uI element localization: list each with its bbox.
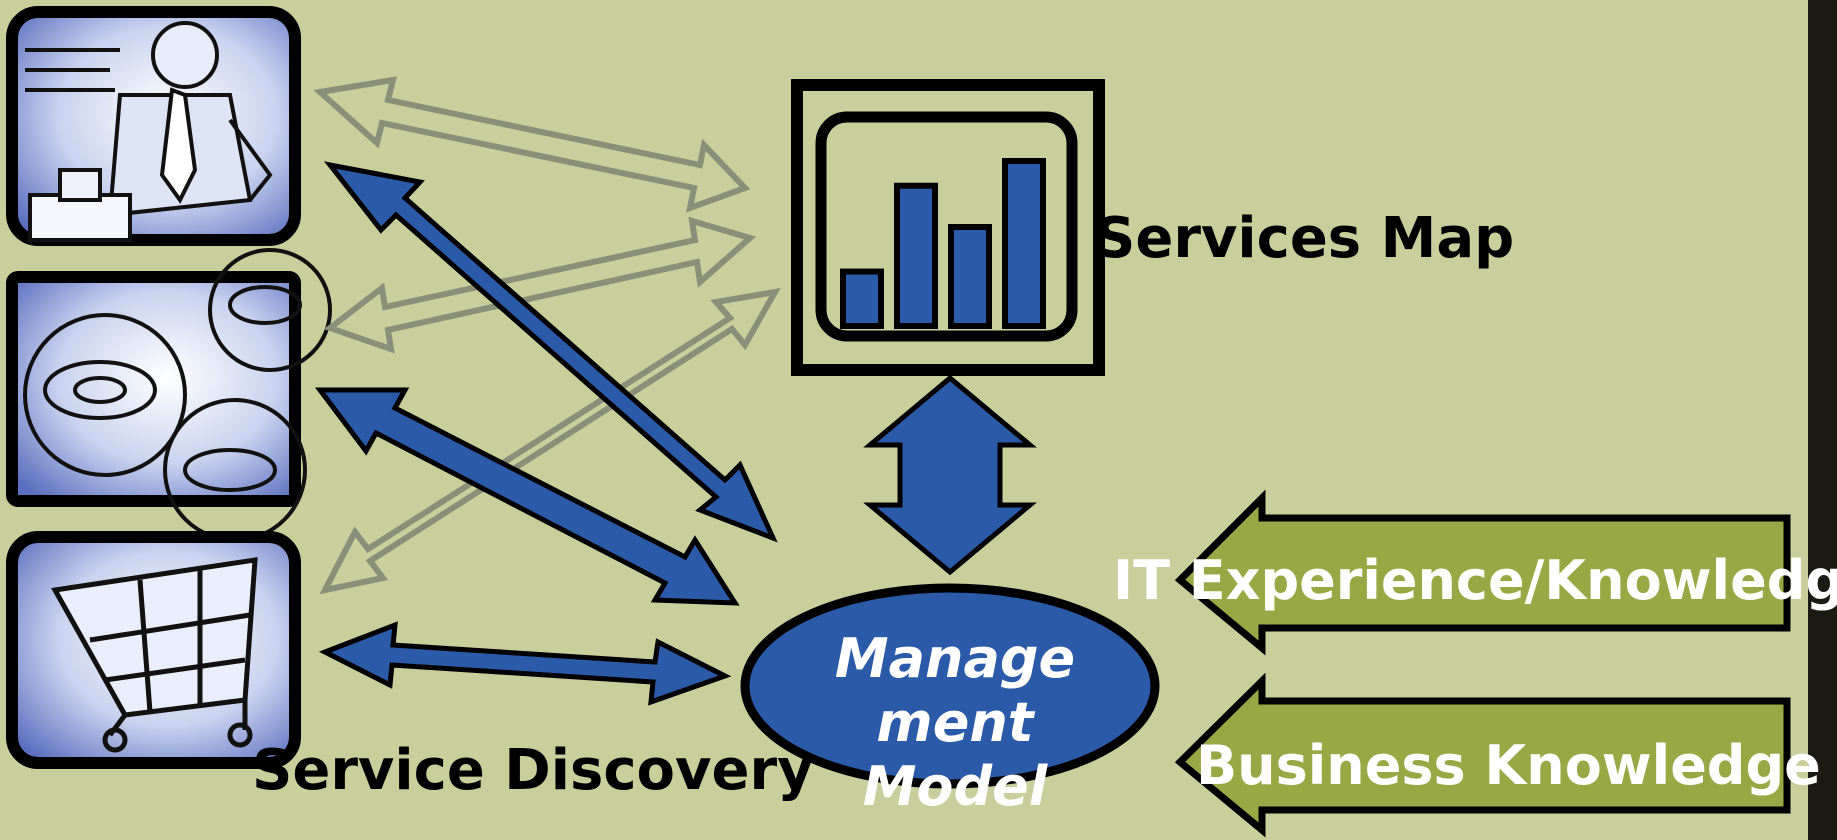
blue-arrow-middle	[314, 387, 740, 606]
bar-3	[948, 224, 992, 329]
business-knowledge-arrow	[1174, 672, 1791, 838]
blue-arrow-bottom	[318, 621, 732, 706]
management-model-line-3: Model	[862, 755, 1048, 818]
management-model-line-2: ment	[876, 691, 1034, 754]
business-person-icon	[6, 6, 301, 246]
ghost-arrow-bottom	[319, 287, 781, 595]
bar-2	[894, 182, 938, 329]
management-model-label: Manage ment Model	[780, 627, 1130, 819]
bar-group	[840, 158, 1046, 329]
management-model-ellipse	[740, 583, 1160, 789]
it-experience-arrow	[1174, 489, 1791, 656]
bar-4	[1002, 158, 1046, 329]
business-knowledge-label: Business Knowledge	[1196, 734, 1821, 797]
blue-arrow-vertical	[863, 374, 1037, 576]
blue-arrow-top	[323, 161, 778, 543]
service-discovery-label: Service Discovery	[252, 738, 814, 803]
bar-1	[840, 268, 884, 329]
blue-arrows	[314, 161, 1037, 706]
ghost-arrow-top	[313, 76, 751, 213]
ghost-arrow-middle	[323, 216, 757, 354]
right-edge	[1808, 0, 1837, 840]
ghost-arrows	[313, 76, 781, 595]
services-map-label: Services Map	[1095, 206, 1515, 271]
shopping-cart-icon	[6, 531, 301, 769]
olive-arrows	[1174, 489, 1791, 838]
bar-chart-icon	[791, 79, 1105, 376]
management-model-line-1: Manage	[834, 627, 1076, 690]
gears-icon	[6, 248, 332, 542]
it-experience-label: IT Experience/Knowledge	[1113, 549, 1837, 612]
